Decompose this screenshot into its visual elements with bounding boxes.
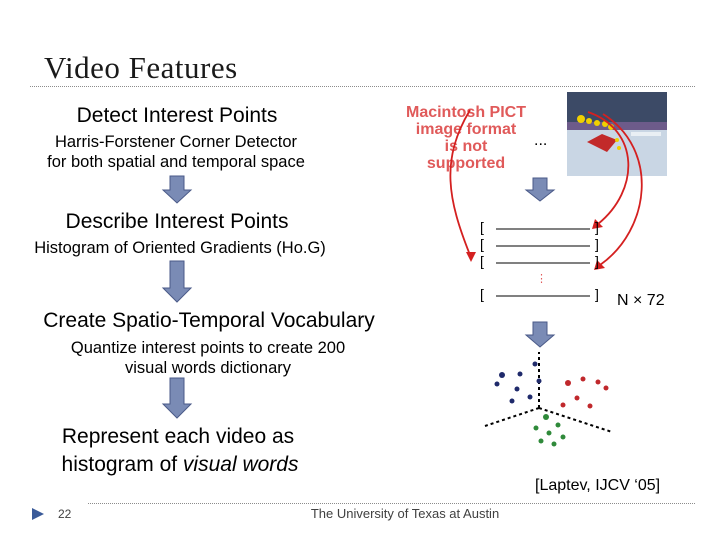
row-bracket-open: [ bbox=[480, 253, 484, 269]
mapping-curve-3 bbox=[599, 113, 643, 266]
step-detect-sub2: for both spatial and temporal space bbox=[47, 153, 305, 171]
down-arrow-4 bbox=[524, 177, 556, 202]
down-arrow-5 bbox=[524, 321, 556, 348]
row-bracket-open: [ bbox=[480, 236, 484, 252]
step-detect-sub1: Harris-Forstener Corner Detector bbox=[54, 133, 298, 151]
row-bracket-open: [ bbox=[480, 219, 484, 235]
mapping-curve-1 bbox=[449, 109, 471, 256]
step-represent-heading-line2: histogram of visual words bbox=[61, 453, 299, 476]
footer-divider bbox=[88, 503, 695, 504]
row-bracket-close: ] bbox=[595, 253, 599, 269]
down-arrow-3 bbox=[161, 377, 193, 419]
step-detect-heading: Detect Interest Points bbox=[76, 104, 278, 127]
mapping-curve-2 bbox=[587, 111, 630, 225]
ellipsis: ... bbox=[534, 132, 548, 149]
title-divider bbox=[30, 86, 695, 87]
slide-title: Video Features bbox=[44, 50, 238, 85]
step-represent-heading: Represent each video as bbox=[61, 425, 295, 448]
footer-bullet-icon bbox=[32, 508, 44, 520]
row-bracket-open: [ bbox=[480, 286, 484, 302]
matrix-size-label: N × 72 bbox=[617, 292, 665, 309]
footer-institution: The University of Texas at Austin bbox=[310, 506, 500, 521]
step-describe-sub1: Histogram of Oriented Gradients (Ho.G) bbox=[34, 239, 326, 257]
citation: [Laptev, IJCV ‘05] bbox=[535, 477, 661, 494]
step-describe-heading: Describe Interest Points bbox=[65, 210, 289, 233]
row-bracket-close: ] bbox=[595, 219, 599, 235]
step-vocabulary-sub2: visual words dictionary bbox=[125, 359, 291, 377]
page-number: 22 bbox=[58, 507, 72, 521]
row-bracket-close: ] bbox=[595, 236, 599, 252]
down-arrow-2 bbox=[161, 260, 193, 303]
down-arrow-1 bbox=[161, 175, 193, 204]
step-vocabulary-sub1: Quantize interest points to create 200 bbox=[70, 339, 346, 357]
vertical-ellipsis: ⋮ bbox=[536, 273, 547, 285]
row-bracket-close: ] bbox=[595, 286, 599, 302]
step-vocabulary-heading: Create Spatio-Temporal Vocabulary bbox=[43, 309, 375, 332]
